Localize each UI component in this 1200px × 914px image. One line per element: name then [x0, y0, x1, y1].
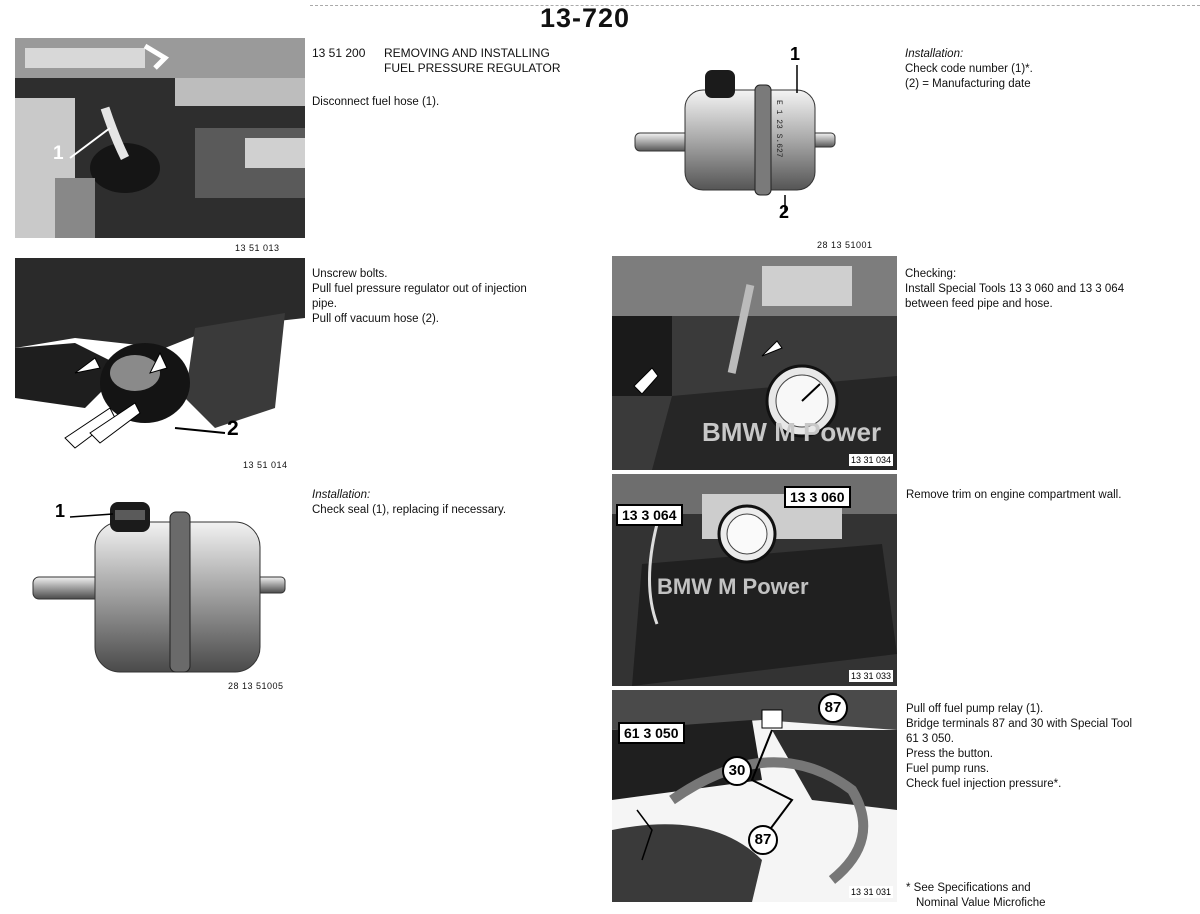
text-line: (2) = Manufacturing date [905, 78, 1031, 90]
text-line: Fuel pump runs. [906, 763, 990, 775]
terminal-87-label: 87 [748, 825, 778, 855]
figure-caption: 28 13 51005 [228, 681, 284, 691]
installation-heading: Installation: [905, 48, 964, 60]
installation-heading: Installation: [312, 489, 371, 501]
figure-caption: 13 51 014 [243, 460, 288, 470]
text-line: Check fuel injection pressure*. [906, 778, 1062, 790]
text-line: 61 3 050. [906, 733, 954, 745]
callout-1: 1 [53, 143, 64, 164]
photo-tools-labelled: BMW M Power 13 3 064 13 3 060 13 31 033 [612, 474, 897, 686]
callout-1: 1 [55, 501, 66, 521]
figure-caption: 13 31 033 [848, 670, 893, 682]
engine-logo-text: BMW M Power [657, 574, 809, 599]
relay-text: Pull off fuel pump relay (1). Bridge ter… [906, 702, 1132, 792]
callout-1: 1 [790, 44, 801, 64]
text-line: Unscrew bolts. [312, 268, 388, 280]
tool-label-61-3-050: 61 3 050 [618, 722, 685, 744]
section-title-line1: REMOVING AND INSTALLING [384, 46, 550, 60]
step-unscrew-text: Unscrew bolts. Pull fuel pressure regula… [312, 267, 527, 327]
svg-text:E 1 23 S.627: E 1 23 S.627 [774, 100, 783, 158]
tool-label-13-3-060: 13 3 060 [784, 486, 851, 508]
engine-logo-text: BMW M Power [702, 417, 881, 447]
photo-gauge-installed: BMW M Power 13 31 034 [612, 256, 897, 470]
section-title-line2: FUEL PRESSURE REGULATOR [384, 61, 561, 75]
page-number: 13-720 [540, 3, 631, 33]
installation-code-text: Installation: Check code number (1)*. (2… [905, 47, 1033, 92]
photo-fuel-hose: 1 [15, 38, 305, 238]
step-disconnect-text: Disconnect fuel hose (1). [312, 96, 440, 108]
diagram-regulator-seal: 1 [15, 492, 305, 677]
text-line: Pull fuel pressure regulator out of inje… [312, 283, 527, 295]
photo-relay-bridge: 61 3 050 87 30 87 13 31 031 [612, 690, 897, 902]
figure-caption: 13 31 034 [848, 454, 893, 466]
section-heading: 13 51 200 REMOVING AND INSTALLING FUEL PR… [312, 46, 560, 76]
callout-2: 2 [779, 202, 790, 222]
diagram-regulator-code: E 1 23 S.627 1 2 [615, 45, 900, 230]
text-line: Check code number (1)*. [905, 63, 1033, 75]
callout-2: 2 [227, 417, 239, 440]
tool-label-13-3-064: 13 3 064 [616, 504, 683, 526]
step-seal-text: Installation: Check seal (1), replacing … [312, 488, 506, 518]
text-line: Install Special Tools 13 3 060 and 13 3 … [905, 283, 1125, 295]
text-line: between feed pipe and hose. [905, 298, 1053, 310]
text-line: Checking: [905, 268, 957, 280]
footnote: * See Specifications and Nominal Value M… [906, 881, 1046, 911]
text-line: Pull off fuel pump relay (1). [906, 703, 1044, 715]
footnote-line: Nominal Value Microfiche [916, 897, 1046, 909]
terminal-87-label: 87 [818, 693, 848, 723]
text-line: Check seal (1), replacing if necessary. [312, 504, 507, 516]
page-top-rule [310, 5, 1200, 6]
figure-caption: 28 13 51001 [817, 240, 873, 250]
figure-caption: 13 31 031 [848, 886, 893, 898]
text-line: Bridge terminals 87 and 30 with Special … [906, 718, 1133, 730]
text-line: pipe. [312, 298, 337, 310]
photo-regulator-removal: 2 [15, 258, 305, 453]
footnote-line: * See Specifications and [906, 882, 1031, 894]
text-line: Press the button. [906, 748, 993, 760]
figure-caption: 13 51 013 [235, 243, 280, 253]
checking-text: Checking: Install Special Tools 13 3 060… [905, 267, 1124, 312]
terminal-30-label: 30 [722, 756, 752, 786]
section-number: 13 51 200 [312, 46, 366, 60]
text-line: Pull off vacuum hose (2). [312, 313, 439, 325]
remove-trim-text: Remove trim on engine compartment wall. [906, 489, 1122, 501]
